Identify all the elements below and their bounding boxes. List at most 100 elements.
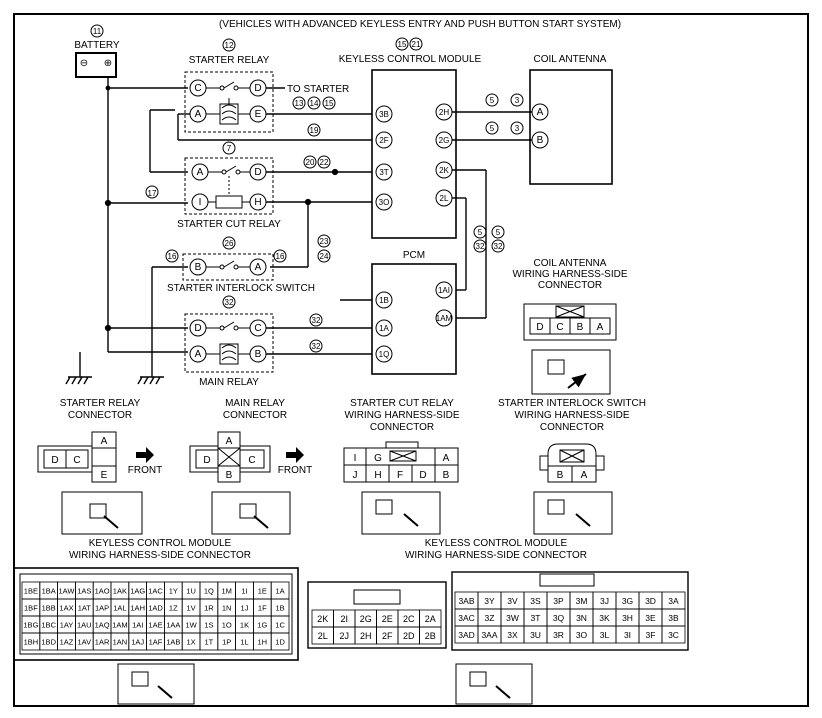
- kcm-mid-pin: 2A: [425, 614, 436, 624]
- kcm-left-pin: 1M: [221, 586, 231, 595]
- kcm-right-pin: 3Y: [484, 596, 495, 606]
- svg-text:C: C: [556, 322, 563, 333]
- kcm-left-pin: 1L: [240, 637, 248, 646]
- ref-19: 19: [310, 126, 319, 135]
- coil-antenna: COIL ANTENNA A B: [529, 54, 613, 185]
- keyless-control-module: 15 21 KEYLESS CONTROL MODULE 3B 2F 3T 3O…: [339, 37, 482, 239]
- antenna-wires: [452, 111, 532, 319]
- svg-text:STARTER RELAY: STARTER RELAY: [60, 398, 141, 409]
- kcm-right-pin: 3V: [507, 596, 518, 606]
- svg-text:3O: 3O: [379, 198, 390, 207]
- ref-3a: 3: [515, 96, 520, 105]
- coil-antenna-label: COIL ANTENNA: [534, 54, 607, 65]
- kcm-right-pin: 3R: [553, 630, 564, 640]
- kcm-right-pin: 3O: [576, 630, 588, 640]
- ref-15: 15: [325, 99, 334, 108]
- svg-text:D: D: [203, 455, 210, 466]
- kcm-left-pin: 1H: [258, 637, 268, 646]
- kcm-left-pin: 1AL: [113, 603, 126, 612]
- main-relay-connector: MAIN RELAY CONNECTOR D C A B FRONT: [189, 398, 312, 535]
- svg-text:B: B: [577, 322, 584, 333]
- svg-text:A: A: [537, 107, 544, 118]
- svg-text:A: A: [101, 436, 108, 447]
- kcm-left-label2: WIRING HARNESS-SIDE CONNECTOR: [69, 550, 251, 561]
- svg-text:E: E: [101, 470, 108, 481]
- svg-text:D: D: [51, 455, 58, 466]
- svg-text:A: A: [197, 167, 204, 178]
- pcm-label: PCM: [403, 250, 425, 261]
- kcm-right-pin: 3T: [531, 613, 541, 623]
- svg-text:A: A: [443, 453, 450, 464]
- ref-3b: 3: [515, 124, 520, 133]
- kcm-left-pin: 1AH: [130, 603, 145, 612]
- kcm-left-pin: 1U: [186, 586, 196, 595]
- kcm-left-pin: 1AE: [148, 620, 162, 629]
- kcm-mid-pin: 2I: [340, 614, 348, 624]
- kcm-right-pin: 3AA: [481, 630, 497, 640]
- kcm-left-label1: KEYLESS CONTROL MODULE: [89, 538, 232, 549]
- kcm-left-pin: 1AJ: [131, 637, 144, 646]
- svg-text:3T: 3T: [379, 168, 388, 177]
- kcm-left-pin: 1AP: [95, 603, 109, 612]
- svg-text:D: D: [194, 323, 201, 334]
- kcm-left-pin: 1N: [222, 603, 232, 612]
- kcm-left-pin: 1AU: [77, 620, 92, 629]
- svg-text:MAIN RELAY: MAIN RELAY: [225, 398, 285, 409]
- kcm-right-label1: KEYLESS CONTROL MODULE: [425, 538, 568, 549]
- kcm-right-pin: 3S: [530, 596, 541, 606]
- kcm-ref-15: 15: [398, 40, 407, 49]
- kcm-left-pin: 1AV: [77, 637, 91, 646]
- kcm-left-pin: 1AQ: [95, 620, 110, 629]
- ref-5b: 5: [490, 124, 495, 133]
- ref-5c: 5: [478, 228, 483, 237]
- kcm-left-pin: 1BC: [41, 620, 56, 629]
- svg-text:G: G: [374, 453, 382, 464]
- svg-text:A: A: [195, 109, 202, 120]
- kcm-right-pin: 3M: [576, 596, 588, 606]
- kcm-left-pin: 1BG: [23, 620, 38, 629]
- kcm-right-label2: WIRING HARNESS-SIDE CONNECTOR: [405, 550, 587, 561]
- kcm-left-pin: 1R: [204, 603, 214, 612]
- kcm-right-pin: 3K: [599, 613, 610, 623]
- kcm-left-pin: 1W: [185, 620, 197, 629]
- kcm-left-pin: 1AT: [78, 603, 92, 612]
- svg-text:CONNECTOR: CONNECTOR: [538, 280, 602, 291]
- kcm-left-pin: 1E: [258, 586, 267, 595]
- svg-text:B: B: [226, 470, 233, 481]
- kcm-left-pin: 1I: [241, 586, 247, 595]
- svg-text:COIL ANTENNA: COIL ANTENNA: [534, 258, 607, 269]
- ref-32d: 32: [494, 242, 503, 251]
- ref-23: 23: [320, 237, 329, 246]
- ref-22: 22: [320, 158, 329, 167]
- ref-5d: 5: [496, 228, 501, 237]
- svg-text:C: C: [248, 455, 255, 466]
- kcm-right-pin: 3AC: [458, 613, 475, 623]
- svg-text:WIRING HARNESS-SIDE: WIRING HARNESS-SIDE: [512, 269, 627, 280]
- coil-antenna-connector: COIL ANTENNA WIRING HARNESS-SIDE CONNECT…: [512, 258, 628, 395]
- kcm-mid-pin: 2K: [317, 614, 328, 624]
- kcm-right-pin: 3D: [645, 596, 656, 606]
- frame: [13, 13, 809, 707]
- kcm-left-pin: 1AG: [130, 586, 145, 595]
- main-relay-ref: 32: [225, 298, 234, 307]
- kcm-right-pin: 3H: [622, 613, 633, 623]
- kcm-left-pin: 1AN: [113, 637, 128, 646]
- kcm-right-pin: 3J: [600, 596, 609, 606]
- svg-text:J: J: [353, 470, 358, 481]
- kcm-right-pin: 3I: [624, 630, 631, 640]
- main-relay-wires: [266, 299, 372, 355]
- kcm-right-pin: 3Q: [553, 613, 565, 623]
- ref-16b: 16: [276, 252, 285, 261]
- kcm-right-pin: 3Z: [485, 613, 495, 623]
- svg-text:CONNECTOR: CONNECTOR: [223, 410, 287, 421]
- svg-text:A: A: [255, 262, 262, 273]
- svg-text:2K: 2K: [439, 166, 449, 175]
- kcm-mid-pin: 2C: [403, 614, 415, 624]
- svg-text:H: H: [374, 470, 381, 481]
- kcm-left-pin: 1C: [275, 620, 285, 629]
- kcm-right-pin: 3B: [668, 613, 679, 623]
- kcm-mid-pin: 2G: [360, 614, 372, 624]
